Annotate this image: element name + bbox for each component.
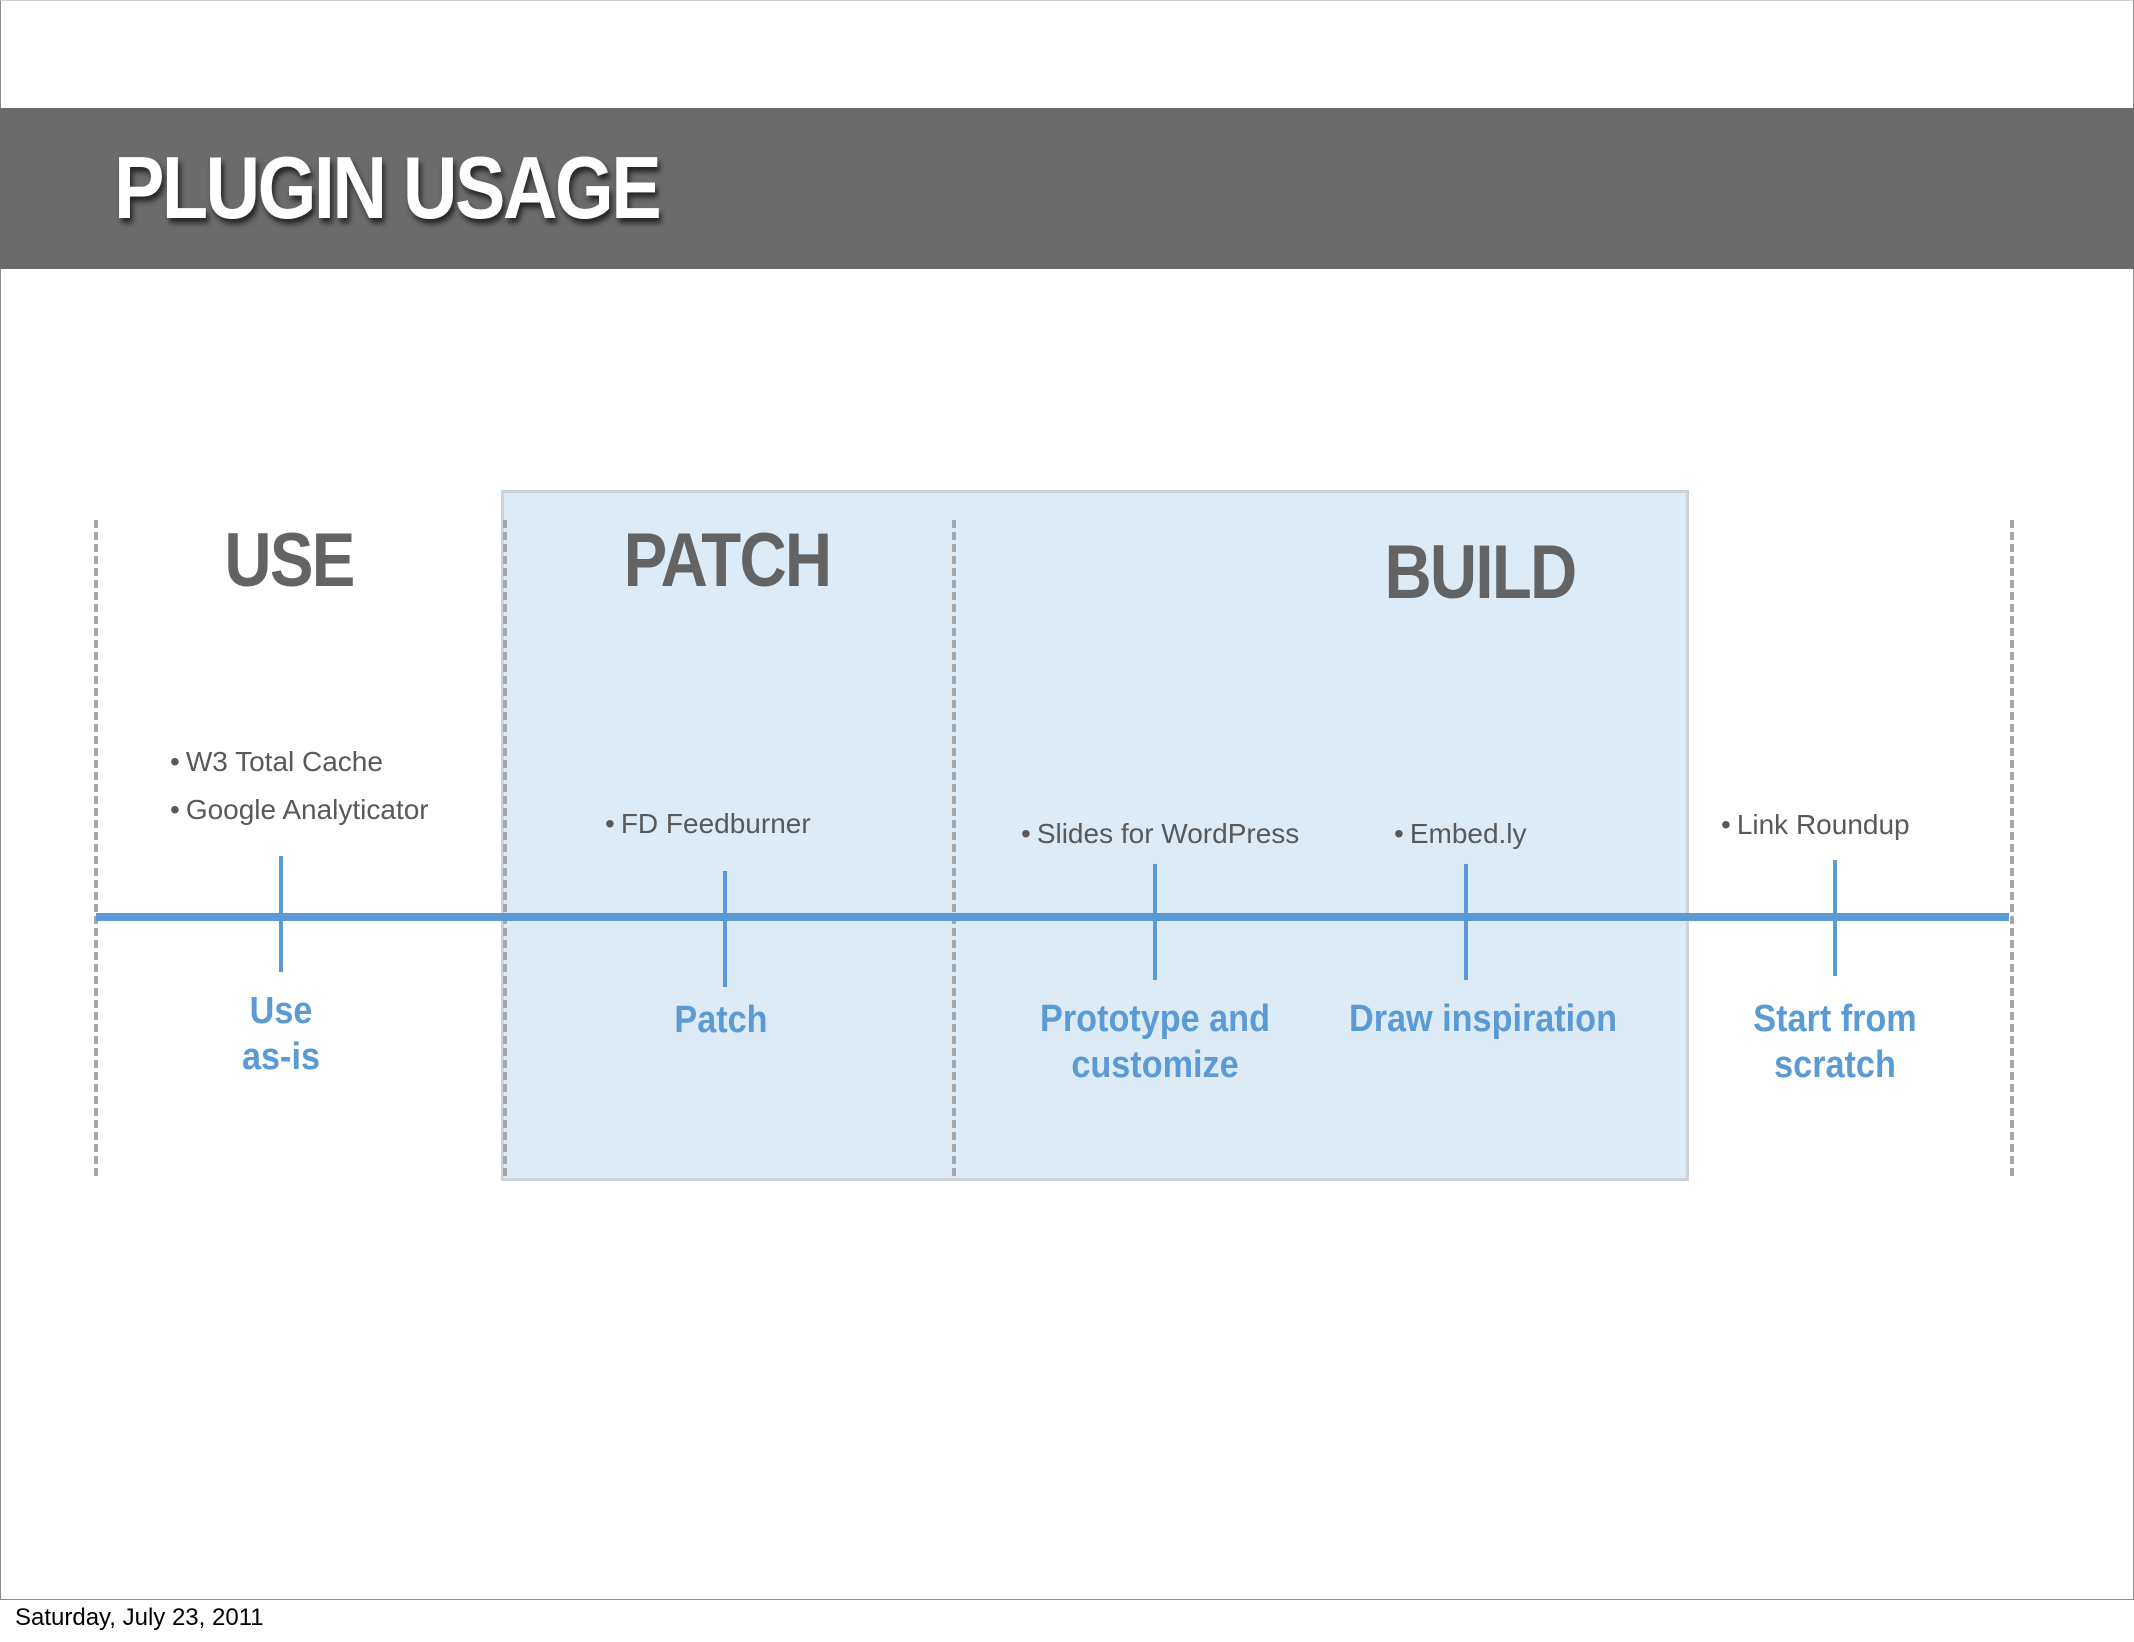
stage-label-line: as-is	[242, 1036, 320, 1078]
stage-label-line: Start from	[1753, 998, 1917, 1040]
divider-patch-build	[952, 520, 956, 1176]
plugin-label: Link Roundup	[1736, 809, 1910, 840]
phase-label-use: USE	[224, 518, 355, 603]
bullet-glyph: •	[605, 808, 615, 839]
plugin-label: W3 Total Cache	[185, 746, 383, 777]
bullet-glyph: •	[1721, 809, 1731, 840]
plugin-item: •W3 Total Cache	[170, 745, 383, 779]
timeline-axis	[96, 913, 2009, 921]
plugin-item: •Slides for WordPress	[1021, 817, 1299, 851]
stage-label-line: scratch	[1774, 1044, 1896, 1086]
stage-label-line: Patch	[674, 999, 768, 1041]
footer-date: Saturday, July 23, 2011	[15, 1604, 264, 1631]
bullet-glyph: •	[170, 794, 180, 825]
divider-right	[2010, 520, 2014, 1176]
plugin-item: •Embed.ly	[1394, 817, 1527, 851]
divider-left	[94, 520, 98, 1176]
stage-label-use-as-is: Use as-is	[242, 988, 320, 1080]
divider-use-patch	[503, 520, 507, 1176]
plugin-label: FD Feedburner	[620, 808, 811, 839]
plugin-item: •Link Roundup	[1721, 808, 1910, 842]
stage-label-line: Prototype and	[1040, 998, 1270, 1040]
tick-prototype	[1153, 864, 1157, 980]
tick-draw-inspiration	[1464, 864, 1468, 980]
stage-label-draw-inspiration: Draw inspiration	[1349, 996, 1617, 1042]
phase-label-build: BUILD	[1384, 530, 1577, 615]
tick-use-as-is	[279, 856, 283, 972]
plugin-label: Embed.ly	[1409, 818, 1527, 849]
tick-patch	[723, 871, 727, 987]
build-region-highlight	[501, 490, 1689, 1181]
title-bar	[0, 108, 2134, 269]
stage-label-prototype: Prototype and customize	[1040, 996, 1270, 1088]
stage-label-line: customize	[1071, 1044, 1239, 1086]
stage-label-line: Use	[249, 990, 313, 1032]
stage-label-patch: Patch	[674, 997, 767, 1043]
tick-start-from-scratch	[1833, 860, 1837, 976]
plugin-item: •FD Feedburner	[605, 807, 811, 841]
phase-label-patch: PATCH	[623, 518, 833, 603]
plugin-label: Google Analyticator	[185, 794, 429, 825]
bullet-glyph: •	[1021, 818, 1031, 849]
plugin-item: •Google Analyticator	[170, 793, 429, 827]
bullet-glyph: •	[170, 746, 180, 777]
stage-label-start-from-scratch: Start from scratch	[1753, 996, 1916, 1088]
stage-label-line: Draw inspiration	[1349, 998, 1617, 1040]
bullet-glyph: •	[1394, 818, 1404, 849]
plugin-label: Slides for WordPress	[1036, 818, 1300, 849]
slide-title: PLUGIN USAGE	[114, 138, 662, 237]
